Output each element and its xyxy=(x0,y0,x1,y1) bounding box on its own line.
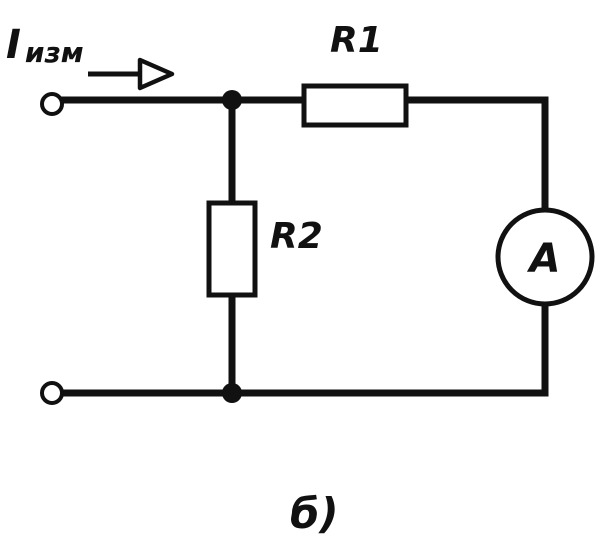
r1-label: R1 xyxy=(330,20,383,61)
current-symbol: I xyxy=(6,22,21,68)
current-arrow-head xyxy=(137,57,175,91)
junction-top xyxy=(222,90,242,110)
ammeter xyxy=(495,207,595,307)
resistor-r1 xyxy=(301,83,409,128)
input-terminal-bottom xyxy=(40,381,64,405)
figure-caption: б) xyxy=(290,489,339,538)
r2-label: R2 xyxy=(270,216,323,257)
right-wire-lower xyxy=(228,301,549,397)
resistor-r2 xyxy=(206,200,258,298)
input-terminal-top xyxy=(40,92,64,116)
ammeter-label: A xyxy=(527,236,561,282)
top-wire-right xyxy=(403,96,549,214)
junction-bottom xyxy=(222,383,242,403)
current-subscript: изм xyxy=(25,36,84,69)
